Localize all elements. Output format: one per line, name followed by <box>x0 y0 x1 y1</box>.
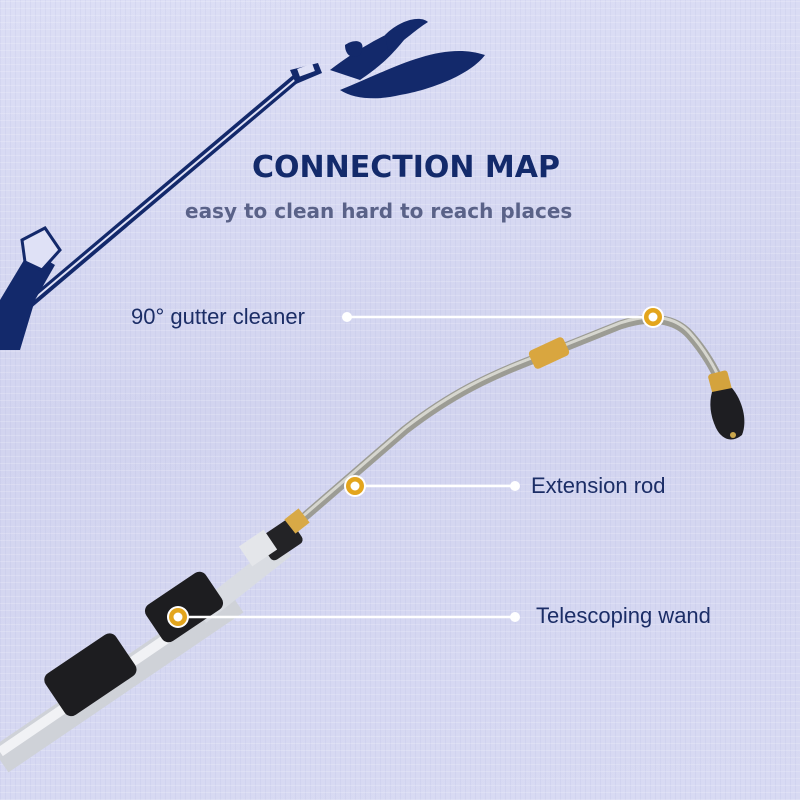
pressure-washer-logo-icon <box>0 18 485 350</box>
callout-marker-icon <box>642 306 664 328</box>
leader-lines <box>178 312 653 622</box>
callout-marker-icon <box>344 475 366 497</box>
page-subtitle: easy to clean hard to reach places <box>185 199 573 223</box>
callout-label-extension-rod: Extension rod <box>531 473 666 498</box>
callout-marker-icon <box>167 606 189 628</box>
page-title-text: CONNECTION MAP <box>252 150 560 185</box>
callout-label-telescoping-wand: Telescoping wand <box>536 603 711 628</box>
extension-rod-image <box>284 314 745 534</box>
telescoping-wand-image <box>0 519 303 773</box>
callout-label-gutter-cleaner: 90° gutter cleaner <box>131 304 305 329</box>
